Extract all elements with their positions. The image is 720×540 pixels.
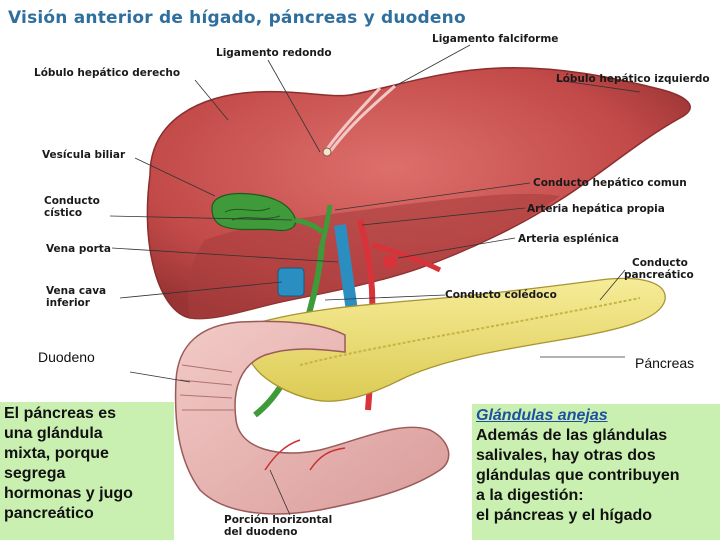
cystic-duct — [294, 217, 324, 234]
label-vena-cava-2: inferior — [46, 297, 91, 309]
label-arteria-esplenica: Arteria esplénica — [518, 233, 619, 245]
gallbladder — [211, 192, 297, 232]
pancreatic-duct — [299, 297, 641, 366]
label-lobulo-derecho: Lóbulo hepático derecho — [34, 67, 180, 79]
label-conducto-pancreatico-2: pancreático — [624, 269, 694, 281]
info-line: Además de las glándulas — [476, 427, 668, 444]
pancreas — [244, 277, 666, 402]
info-line: salivales, hay otras dos — [476, 447, 656, 464]
info-line: a la digestión: — [476, 487, 584, 504]
label-conducto-cistico-1: Conducto — [44, 195, 100, 207]
label-vena-cava-1: Vena cava — [46, 285, 106, 297]
page-title: Visión anterior de hígado, páncreas y du… — [8, 8, 466, 28]
duodenum-folds — [179, 364, 234, 411]
info-heading-link[interactable]: Glándulas anejas — [476, 407, 608, 424]
label-conducto-pancreatico-1: Conducto — [632, 257, 688, 269]
splenic-artery — [371, 242, 442, 273]
info-line: una glándula — [4, 425, 103, 442]
celiac-trunk — [383, 255, 397, 269]
falciform-ligament — [323, 84, 396, 153]
label-vesicula-biliar: Vesícula biliar — [42, 149, 126, 161]
leader-lines — [109, 44, 641, 516]
round-ligament-knot — [322, 147, 332, 157]
common-hepatic-duct — [319, 204, 333, 246]
info-line: hormonas y jugo — [4, 485, 133, 502]
info-line: el páncreas y el hígado — [476, 507, 653, 524]
info-box-glandulas: Glándulas anejas Además de las glándulas… — [472, 404, 720, 540]
label-vena-porta: Vena porta — [46, 243, 111, 255]
label-conducto-cistico-2: cístico — [44, 207, 82, 219]
pancreaticoduodenal-vessels — [264, 439, 346, 471]
info-line: pancreático — [4, 505, 94, 522]
label-conducto-hepatico-comun: Conducto hepático comun — [533, 177, 687, 189]
info-line: El páncreas es — [4, 405, 117, 422]
info-line: mixta, porque — [4, 445, 109, 462]
label-ligamento-falciforme: Ligamento falciforme — [432, 33, 558, 45]
label-arteria-hepatica-propia: Arteria hepática propia — [527, 203, 665, 215]
info-line: segrega — [4, 465, 66, 482]
label-porcion-horizontal-2: del duodeno — [224, 526, 297, 538]
label-duodeno: Duodeno — [38, 349, 95, 365]
label-pancreas: Páncreas — [635, 355, 694, 371]
label-porcion-horizontal-1: Porción horizontal — [224, 514, 332, 526]
duodenum — [174, 320, 450, 515]
label-conducto-coledoco: Conducto colédoco — [445, 289, 557, 301]
info-box-pancreas: El páncreas es una glándula mixta, porqu… — [0, 402, 174, 540]
info-line: glándulas que contribuyen — [476, 467, 680, 484]
label-ligamento-redondo: Ligamento redondo — [216, 47, 332, 59]
label-lobulo-izquierdo: Lóbulo hepático izquierdo — [556, 73, 710, 85]
